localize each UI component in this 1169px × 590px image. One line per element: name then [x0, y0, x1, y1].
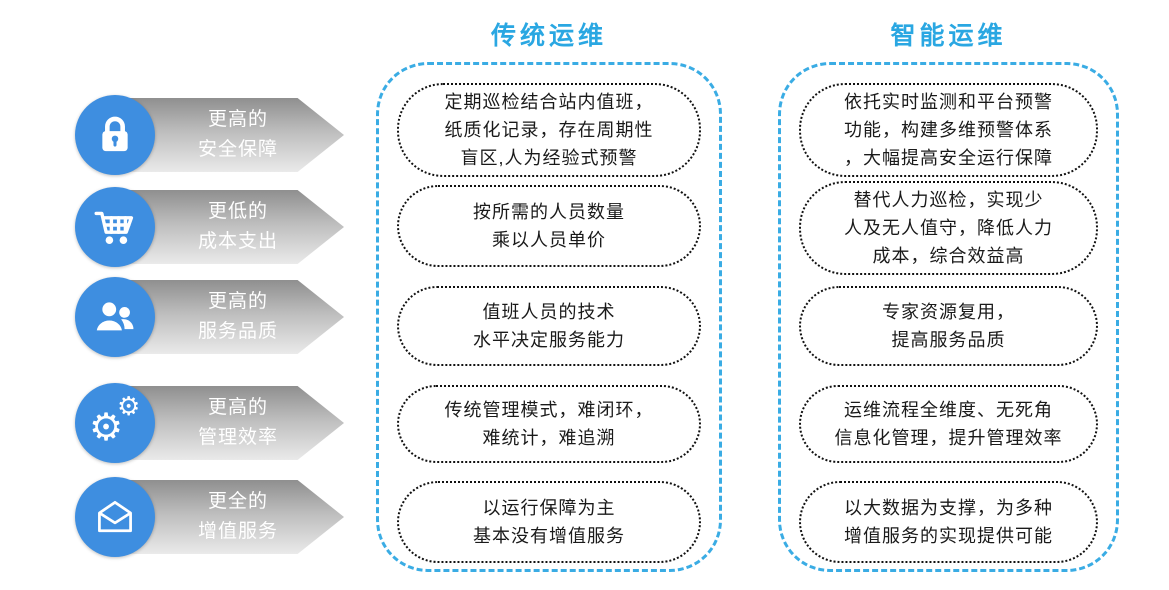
box-text-line: 专家资源复用，	[882, 302, 1015, 322]
box-text-line: ，大幅提高安全运行保障	[844, 148, 1053, 168]
category-label-line: 增值服务	[197, 521, 278, 542]
category-label-line: 成本支出	[197, 231, 278, 252]
box-text-line: 按所需的人员数量	[473, 202, 625, 222]
box-text-line: 纸质化记录，存在周期性	[444, 120, 654, 140]
traditional-box-management: 传统管理模式，难闭环， 难统计，难追溯	[397, 385, 701, 463]
box-text-line: 替代人力巡检，实现少	[853, 190, 1044, 210]
traditional-column: 定期巡检结合站内值班， 纸质化记录，存在周期性 盲区,人为经验式预警 按所需的人…	[376, 62, 722, 572]
category-label: 更高的 管理效率	[158, 393, 318, 453]
intelligent-column: 依托实时监测和平台预警 功能，构建多维预警体系 ，大幅提高安全运行保障 替代人力…	[778, 62, 1119, 572]
box-text-line: 盲区,人为经验式预警	[460, 148, 638, 168]
category-label: 更全的 增值服务	[158, 487, 318, 547]
box-text-line: 定期巡检结合站内值班，	[444, 92, 654, 112]
box-text-line: 值班人员的技术	[482, 302, 616, 322]
gear-small-icon: ⚙	[117, 391, 141, 421]
traditional-box-security: 定期巡检结合站内值班， 纸质化记录，存在周期性 盲区,人为经验式预警	[397, 83, 701, 177]
category-label-line: 更全的	[207, 491, 268, 512]
category-label-line: 更高的	[207, 397, 268, 418]
intelligent-column-header: 智能运维	[890, 22, 1007, 50]
box-text-line: 人及无人值守，降低人力	[844, 218, 1053, 238]
traditional-column-header: 传统运维	[490, 22, 607, 50]
box-text-line: 运维流程全维度、无死角	[844, 400, 1053, 420]
intelligent-box-cost: 替代人力巡检，实现少 人及无人值守，降低人力 成本，综合效益高	[799, 181, 1098, 275]
category-label: 更高的 安全保障	[158, 105, 318, 165]
category-label: 更低的 成本支出	[158, 197, 318, 257]
box-text-line: 水平决定服务能力	[473, 330, 625, 350]
gears-icon: ⚙ ⚙	[75, 383, 155, 463]
box-text-line: 基本没有增值服务	[473, 526, 625, 546]
category-label-line: 更高的	[207, 109, 268, 130]
gear-large-icon: ⚙	[89, 407, 124, 449]
box-text-line: 传统管理模式，难闭环，	[444, 400, 654, 420]
intelligent-box-service: 专家资源复用， 提高服务品质	[799, 286, 1098, 366]
gears-icon-glyph: ⚙ ⚙	[87, 391, 143, 451]
category-label-line: 服务品质	[197, 321, 278, 342]
category-label-line: 管理效率	[197, 427, 278, 448]
category-label-line: 更高的	[207, 291, 268, 312]
box-text-line: 乘以人员单价	[492, 230, 606, 250]
users-icon-glyph	[96, 302, 134, 331]
intelligent-box-management: 运维流程全维度、无死角 信息化管理，提升管理效率	[799, 385, 1098, 463]
box-text-line: 提高服务品质	[891, 330, 1006, 350]
intelligent-box-security: 依托实时监测和平台预警 功能，构建多维预警体系 ，大幅提高安全运行保障	[799, 83, 1098, 177]
lock-icon-glyph	[102, 116, 128, 152]
cart-icon-glyph	[94, 211, 134, 244]
traditional-box-service: 值班人员的技术 水平决定服务能力	[397, 286, 701, 366]
category-label: 更高的 服务品质	[158, 287, 318, 347]
box-text-line: 难统计，难追溯	[482, 428, 616, 448]
cart-icon	[75, 187, 155, 267]
mail-icon	[75, 477, 155, 557]
users-icon	[75, 277, 155, 357]
box-text-line: 以运行保障为主	[482, 498, 616, 518]
box-text-line: 增值服务的实现提供可能	[844, 526, 1053, 546]
mail-icon-glyph	[98, 500, 132, 533]
box-text-line: 功能，构建多维预警体系	[844, 120, 1053, 140]
traditional-box-cost: 按所需的人员数量 乘以人员单价	[397, 185, 701, 267]
lock-icon	[75, 95, 155, 175]
category-label-line: 安全保障	[197, 139, 278, 160]
box-text-line: 信息化管理，提升管理效率	[834, 428, 1063, 448]
box-text-line: 成本，综合效益高	[872, 246, 1025, 266]
intelligent-box-value: 以大数据为支撑，为多种 增值服务的实现提供可能	[799, 481, 1098, 563]
box-text-line: 以大数据为支撑，为多种	[844, 498, 1053, 518]
traditional-box-value: 以运行保障为主 基本没有增值服务	[397, 481, 701, 563]
category-label-line: 更低的	[207, 201, 268, 222]
box-text-line: 依托实时监测和平台预警	[844, 92, 1053, 112]
